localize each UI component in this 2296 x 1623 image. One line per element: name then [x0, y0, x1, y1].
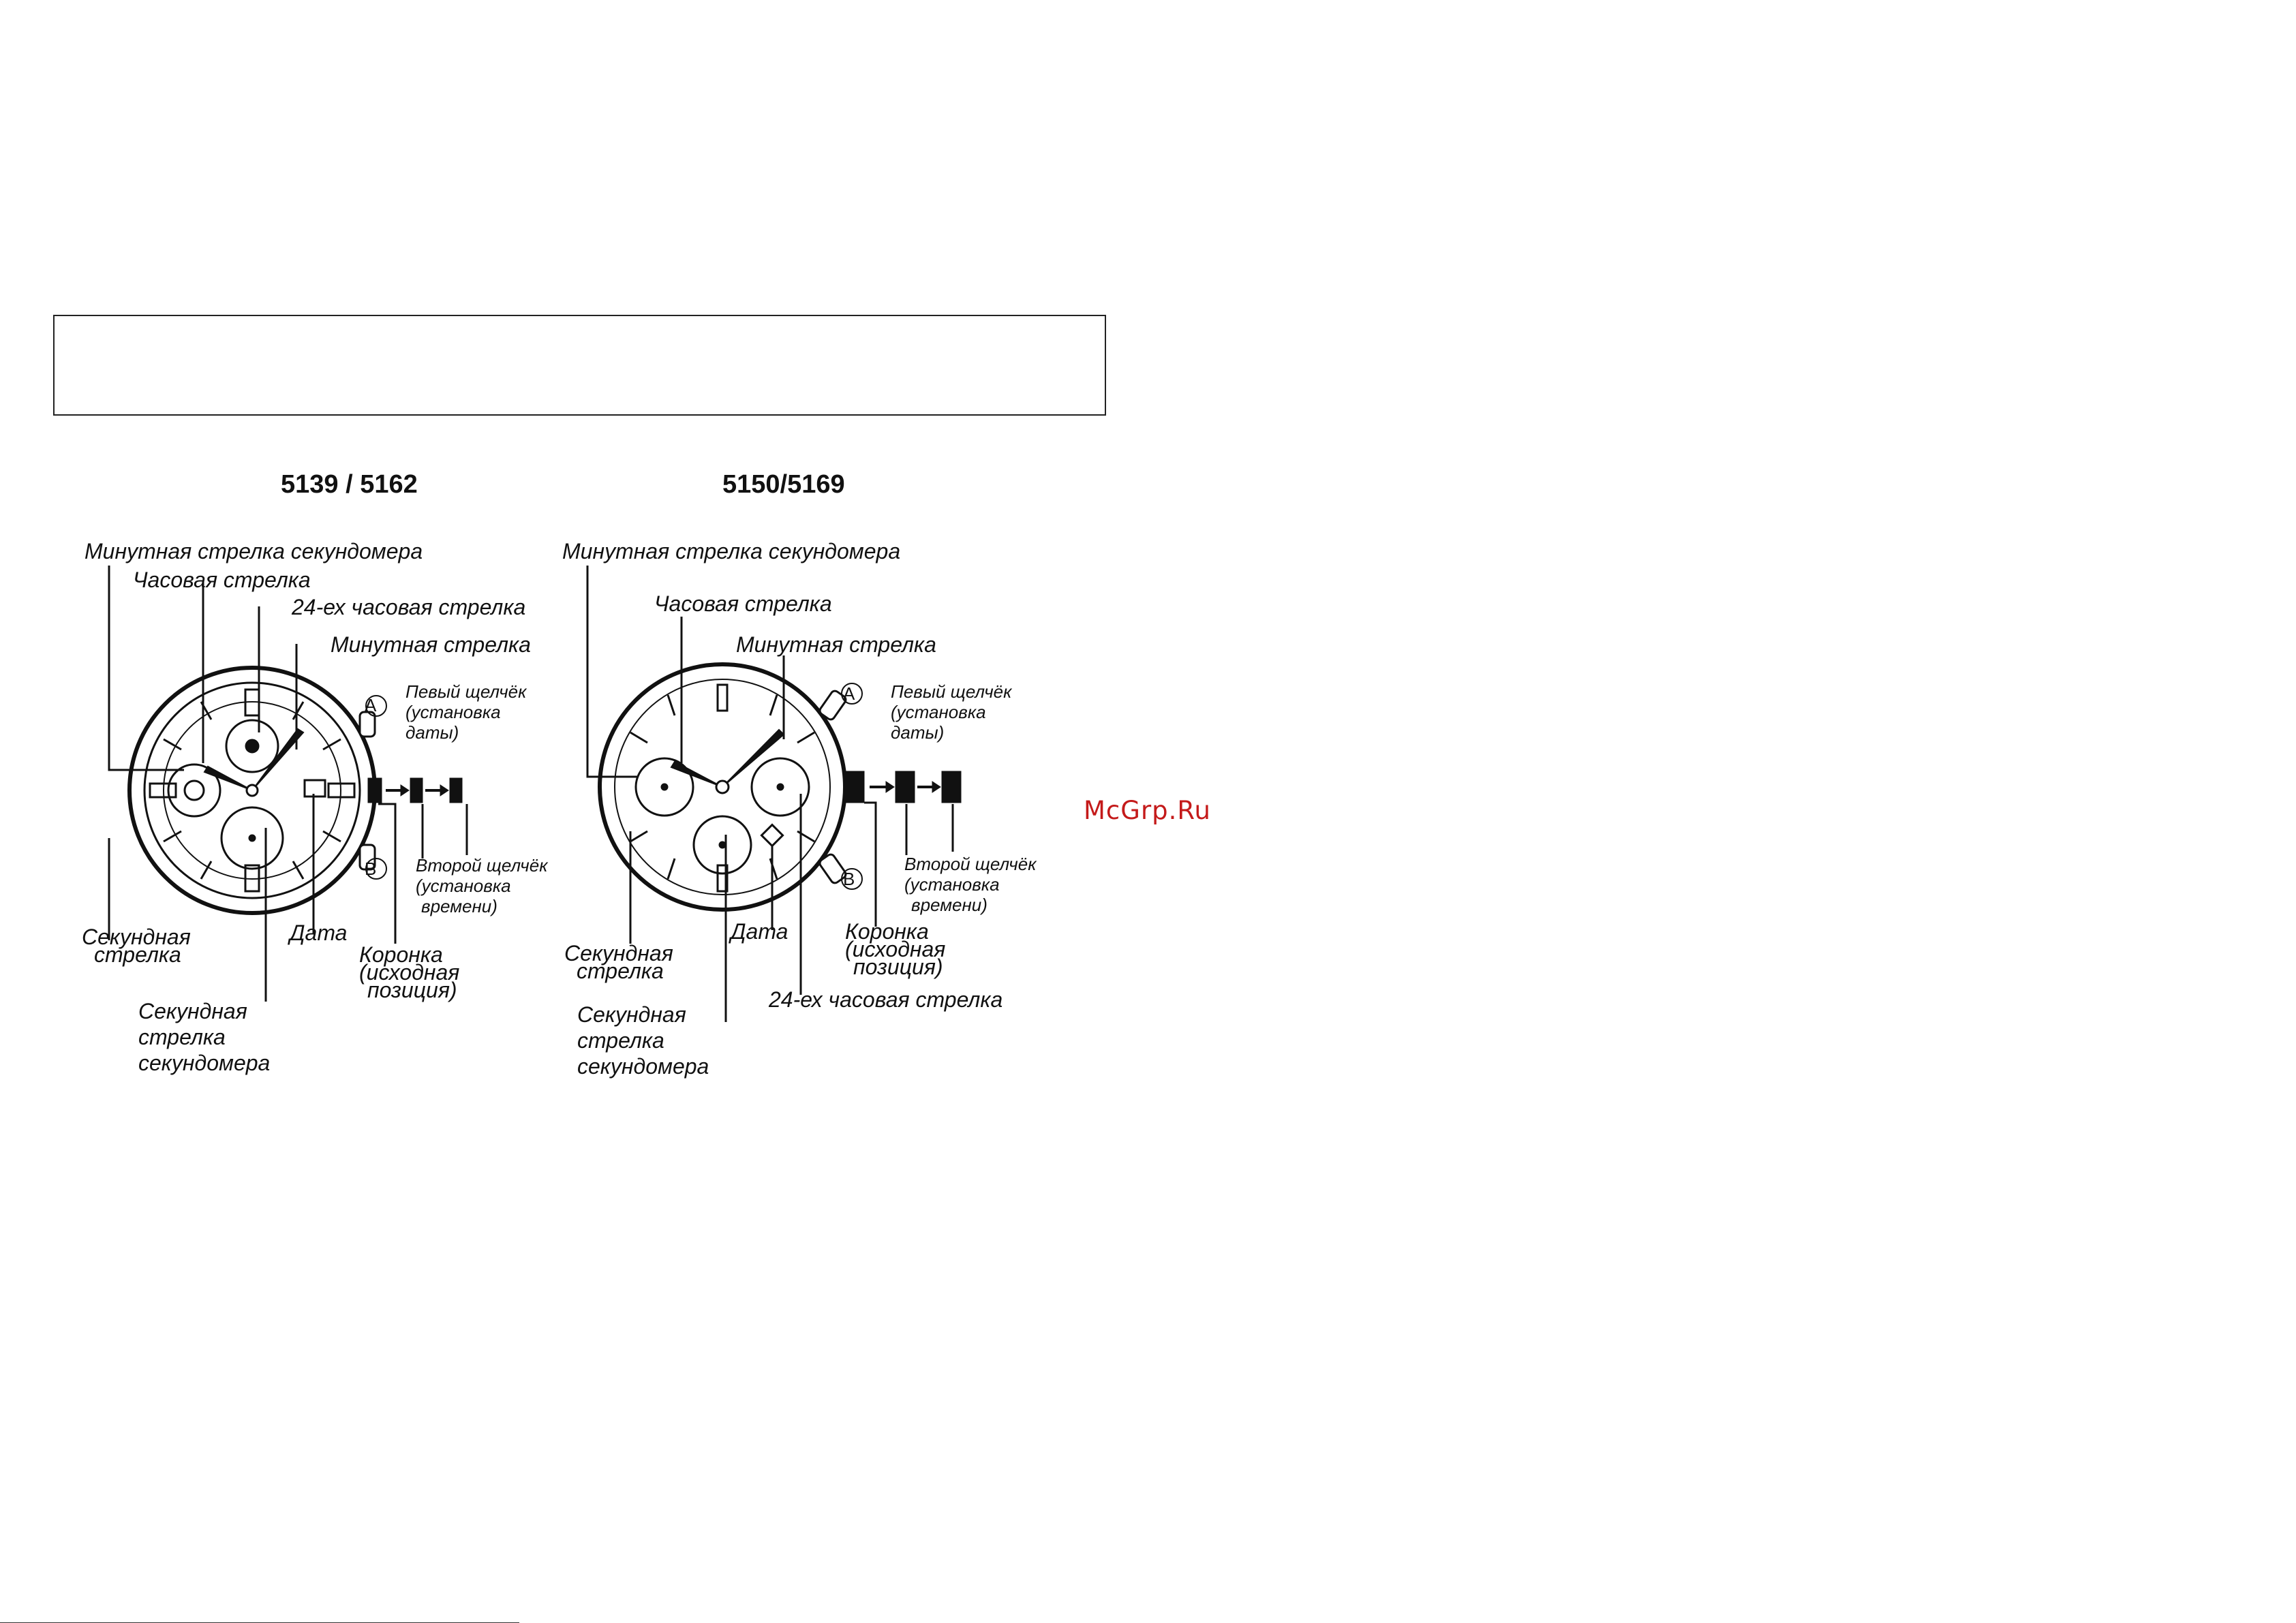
label-second-click-left: Второй щелчёк (установка времени) — [416, 855, 548, 916]
crown-line-1: Коронка — [845, 919, 929, 944]
second-hand-line-2: стрелка — [94, 942, 181, 967]
label-date-left: Дата — [290, 921, 348, 945]
label-second-hand-left: Секундная стрелка — [82, 924, 191, 968]
empty-header-frame — [53, 315, 1106, 416]
label-hour-hand-left: Часовая стрелка — [133, 568, 311, 592]
label-stopwatch-minute-hand-left: Минутная стрелка секундомера — [85, 539, 423, 563]
stopwatch-second-line-1: Секундная — [138, 999, 247, 1023]
first-click-line-2: (установка — [405, 702, 501, 722]
first-click-line-1: Певый щелчёк — [891, 681, 1012, 702]
first-click-line-1: Певый щелчёк — [405, 681, 527, 702]
stopwatch-second-line-2: стрелка — [138, 1025, 226, 1049]
second-hand-line-1: Секундная — [564, 941, 673, 965]
button-b-label-left: B — [365, 859, 377, 879]
label-stopwatch-minute-hand-right: Минутная стрелка секундомера — [562, 539, 901, 563]
stopwatch-second-line-3: секундомера — [577, 1054, 709, 1079]
second-click-line-3: времени) — [421, 896, 498, 916]
crown-line-2: (исходная — [845, 937, 946, 961]
watch-left-illustration — [127, 666, 463, 915]
crown-line-3: позиция) — [367, 978, 457, 1002]
stopwatch-second-line-3: секундомера — [138, 1051, 271, 1075]
label-hour-hand-right: Часовая стрелка — [654, 591, 832, 616]
label-second-hand-right: Секундная стрелка — [564, 940, 673, 984]
label-24h-hand-left: 24-ех часовая стрелка — [292, 595, 526, 619]
button-b-label-right: B — [843, 869, 855, 889]
watermark: McGrp.Ru — [1084, 796, 1211, 825]
second-click-line-3: времени) — [911, 895, 988, 915]
second-hand-line-1: Секундная — [82, 925, 191, 949]
model-number-left: 5139 / 5162 — [281, 470, 418, 499]
label-first-click-left: Певый щелчёк (установка даты) — [405, 681, 526, 743]
label-stopwatch-second-hand-right: Секундная стрелка секундомера — [577, 1002, 709, 1079]
label-second-click-right: Второй щелчёк (установка времени) — [904, 854, 1037, 915]
label-stopwatch-second-hand-left: Секундная стрелка секундомера — [138, 998, 270, 1076]
label-crown-right: Коронка (исходная позиция) — [845, 918, 945, 980]
watch-right-illustration — [598, 662, 962, 912]
leader-lines-right — [586, 566, 954, 1022]
second-click-line-1: Второй щелчёк — [904, 854, 1037, 874]
label-crown-left: Коронка (исходная позиция) — [359, 942, 459, 1003]
crown-line-2: (исходная — [359, 960, 460, 985]
crown-line-3: позиция) — [853, 955, 943, 979]
second-click-line-2: (установка — [904, 874, 1000, 895]
label-minute-hand-right: Минутная стрелка — [736, 632, 936, 657]
stopwatch-second-line-1: Секундная — [577, 1002, 686, 1027]
leader-lines-left — [108, 566, 468, 1002]
first-click-line-3: даты) — [891, 722, 945, 743]
model-number-right: 5150/5169 — [722, 470, 845, 499]
stopwatch-second-line-2: стрелка — [577, 1028, 664, 1053]
label-date-right: Дата — [731, 919, 789, 944]
first-click-line-2: (установка — [891, 702, 986, 722]
first-click-line-3: даты) — [405, 722, 459, 743]
crown-line-1: Коронка — [359, 942, 443, 967]
label-first-click-right: Певый щелчёк (установка даты) — [891, 681, 1011, 743]
label-24h-hand-right: 24-ех часовая стрелка — [769, 987, 1003, 1012]
button-a-label-left: A — [365, 695, 377, 715]
label-minute-hand-left: Минутная стрелка — [331, 632, 531, 657]
button-a-label-right: A — [843, 683, 855, 704]
second-click-line-1: Второй щелчёк — [416, 855, 548, 876]
second-click-line-2: (установка — [416, 876, 511, 896]
second-hand-line-2: стрелка — [577, 959, 664, 983]
